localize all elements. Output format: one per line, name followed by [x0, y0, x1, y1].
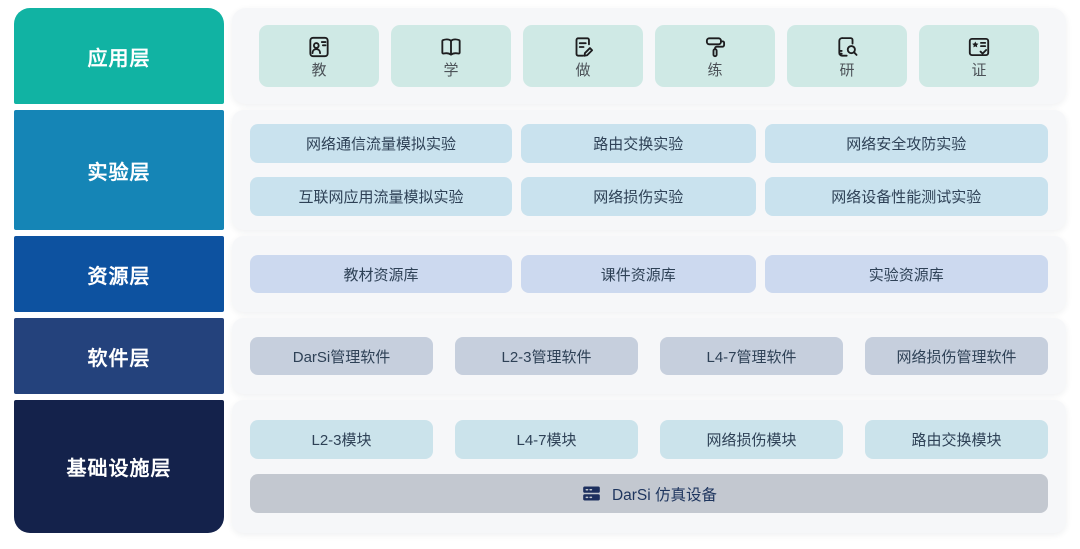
layer-tab-software: 软件层: [14, 318, 224, 394]
experiment-chip: 网络通信流量模拟实验: [250, 124, 512, 163]
layer-label-experiment: 实验层: [87, 161, 151, 184]
experiment-chip: 路由交换实验: [520, 124, 756, 163]
software-chip: L2-3管理软件: [455, 337, 638, 375]
layer-row-experiment: 实验层 网络通信流量模拟实验 路由交换实验 网络安全攻防实验 互联网应用流量模拟…: [14, 110, 1066, 230]
app-chip-label: 学: [443, 62, 459, 79]
software-chip: 网络损伤管理软件: [865, 337, 1048, 375]
resource-chip: 实验资源库: [764, 255, 1048, 293]
app-chip-certify: 证: [919, 25, 1039, 87]
app-chip-label: 教: [311, 62, 327, 79]
software-chip: L4-7管理软件: [660, 337, 843, 375]
resource-chip: 教材资源库: [250, 255, 512, 293]
layer-card-infrastructure: L2-3模块 L4-7模块 网络损伤模块 路由交换模块 DarSi 仿真: [232, 400, 1066, 533]
module-chip: 路由交换模块: [865, 420, 1048, 459]
layer-tab-resource: 资源层: [14, 236, 224, 312]
layer-label-application: 应用层: [87, 47, 151, 70]
book-search-icon: [834, 34, 860, 60]
resource-chip: 课件资源库: [520, 255, 756, 293]
app-chip-teach: 教: [259, 25, 379, 87]
layer-card-application: 教 学 做: [232, 8, 1066, 104]
experiment-chip: 网络设备性能测试实验: [764, 177, 1048, 216]
app-chip-label: 研: [839, 62, 855, 79]
experiment-chip: 互联网应用流量模拟实验: [250, 177, 512, 216]
layer-card-experiment: 网络通信流量模拟实验 路由交换实验 网络安全攻防实验 互联网应用流量模拟实验 网…: [232, 110, 1066, 230]
module-chip: L4-7模块: [455, 420, 638, 459]
layer-card-software: DarSi管理软件 L2-3管理软件 L4-7管理软件 网络损伤管理软件: [232, 318, 1066, 394]
layer-tab-application: 应用层: [14, 8, 224, 104]
experiment-chip: 网络安全攻防实验: [764, 124, 1048, 163]
app-chip-research: 研: [787, 25, 907, 87]
teacher-board-icon: [306, 34, 332, 60]
module-chip: L2-3模块: [250, 420, 433, 459]
infra-module-grid: L2-3模块 L4-7模块 网络损伤模块 路由交换模块: [250, 420, 1048, 459]
app-chip-label: 证: [971, 62, 987, 79]
experiment-chip: 网络损伤实验: [520, 177, 756, 216]
app-chip-learn: 学: [391, 25, 511, 87]
layer-row-resource: 资源层 教材资源库 课件资源库 实验资源库: [14, 236, 1066, 312]
device-bar-label: DarSi 仿真设备: [611, 486, 718, 504]
paint-roller-icon: [702, 34, 728, 60]
layer-label-resource: 资源层: [87, 265, 151, 288]
certificate-check-icon: [966, 34, 992, 60]
document-edit-icon: [570, 34, 596, 60]
layer-row-software: 软件层 DarSi管理软件 L2-3管理软件 L4-7管理软件 网络损伤管理软件: [14, 318, 1066, 394]
server-stack-icon: [581, 483, 602, 504]
layer-tab-experiment: 实验层: [14, 110, 224, 230]
layer-label-software: 软件层: [87, 347, 151, 370]
app-chip-practice: 练: [655, 25, 775, 87]
layer-tab-infrastructure: 基础设施层: [14, 400, 224, 533]
software-chip: DarSi管理软件: [250, 337, 433, 375]
layer-row-infrastructure: 基础设施层 L2-3模块 L4-7模块 网络损伤模块 路由交换模块: [14, 400, 1066, 533]
layer-label-infrastructure: 基础设施层: [66, 458, 172, 480]
layer-row-application: 应用层 教: [14, 8, 1066, 104]
device-bar: DarSi 仿真设备: [250, 474, 1048, 513]
app-chip-label: 做: [575, 62, 591, 79]
app-chip-do: 做: [523, 25, 643, 87]
open-book-icon: [438, 34, 464, 60]
module-chip: 网络损伤模块: [660, 420, 843, 459]
layer-card-resource: 教材资源库 课件资源库 实验资源库: [232, 236, 1066, 312]
app-chip-label: 练: [707, 62, 723, 79]
